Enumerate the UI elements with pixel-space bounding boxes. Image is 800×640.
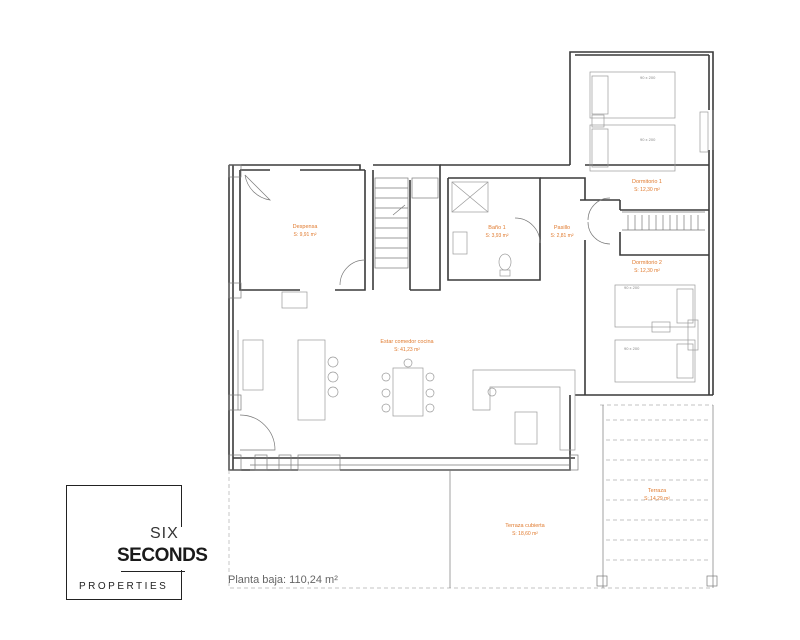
area-despensa: S: 9,91 m² <box>293 232 316 238</box>
room-labels: Despensa S: 9,91 m² Baño 1 S: 3,93 m² Pa… <box>293 179 671 537</box>
bed-size-label: 90 x 200 <box>624 346 640 351</box>
label-terraza-cubierta: Terraza cubierta <box>505 523 545 529</box>
label-dormitorio2: Dormitorio 2 <box>632 260 662 266</box>
bed-size-label: 90 x 200 <box>640 137 656 142</box>
bed-size-label: 90 x 200 <box>624 285 640 290</box>
area-terraza-cubierta: S: 18,60 m² <box>512 531 538 537</box>
logo-frame-bottom <box>66 598 182 600</box>
doors <box>239 174 705 451</box>
living-furniture <box>242 291 576 451</box>
area-pasillo: S: 2,81 m² <box>550 233 573 239</box>
area-dormitorio2: S: 12,30 m² <box>634 268 660 274</box>
label-pasillo: Pasillo <box>554 225 570 231</box>
company-logo: SIX SECONDS PROPERTIES <box>66 485 208 603</box>
stairs <box>374 177 439 269</box>
label-estar: Estar comedor cocina <box>380 339 434 345</box>
logo-frame-right-bottom <box>180 570 182 600</box>
logo-text-six: SIX <box>150 525 179 542</box>
area-terraza: S: 14,29 m² <box>644 496 670 502</box>
windows <box>228 110 714 471</box>
label-despensa: Despensa <box>293 224 319 230</box>
plan-caption: Planta baja: 110,24 m² <box>228 574 338 586</box>
logo-text-properties: PROPERTIES <box>79 581 169 592</box>
label-terraza: Terraza <box>648 488 667 494</box>
bedroom1-furniture <box>589 71 709 172</box>
logo-divider <box>121 571 185 573</box>
logo-text-seconds: SECONDS <box>117 545 208 566</box>
bed-labels: 90 x 200 90 x 200 90 x 200 90 x 200 <box>624 75 656 351</box>
logo-frame-right-top <box>180 485 182 527</box>
terraces <box>228 404 718 589</box>
bedroom2-furniture <box>614 284 699 383</box>
label-dormitorio1: Dormitorio 1 <box>632 179 662 185</box>
label-bano: Baño 1 <box>488 225 505 231</box>
bed-size-label: 90 x 200 <box>640 75 656 80</box>
area-dormitorio1: S: 12,30 m² <box>634 187 660 193</box>
bathroom-fixtures <box>451 181 512 277</box>
area-estar: S: 41,23 m² <box>394 347 420 353</box>
interior-walls <box>239 164 709 395</box>
area-bano: S: 3,93 m² <box>485 233 508 239</box>
